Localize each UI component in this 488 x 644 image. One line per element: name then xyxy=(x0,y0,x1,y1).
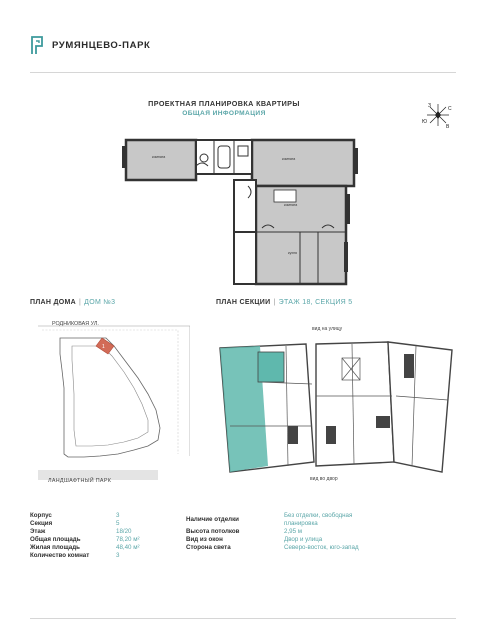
brand-logo: РУМЯНЦЕВО-ПАРК xyxy=(30,35,150,55)
compass-s-label: Ю xyxy=(422,119,427,125)
spec-value: 3 xyxy=(116,512,120,519)
spec-value: Двор и улица xyxy=(284,536,323,543)
spec-row: Этаж 18/20 xyxy=(30,528,140,536)
spec-label: Жилая площадь xyxy=(30,544,80,551)
spec-row: Секция 5 xyxy=(30,520,140,528)
spec-row: Количество комнат 3 xyxy=(30,552,140,560)
spec-label: Этаж xyxy=(30,528,46,535)
compass-icon: З С Ю В xyxy=(422,103,452,130)
footer-divider xyxy=(30,618,456,619)
compass-w-label: З xyxy=(428,103,431,109)
section-plan-header: ПЛАН СЕКЦИИ|ЭТАЖ 18, СЕКЦИЯ 5 xyxy=(216,299,353,306)
spec-label: Секция xyxy=(30,520,53,527)
spec-label: Вид из окон xyxy=(186,536,223,543)
compass-e-label: В xyxy=(446,124,450,130)
park-label: ЛАНДШАФТНЫЙ ПАРК xyxy=(48,478,112,484)
house-plan-header: ПЛАН ДОМА|ДОМ №3 xyxy=(30,299,116,306)
brand-name: РУМЯНЦЕВО-ПАРК xyxy=(52,39,151,51)
spec-row: Сторона света Северо-восток, юго-запад xyxy=(186,544,364,552)
spec-label: Общая площадь xyxy=(30,536,81,543)
apartment-floor-plan: комната комната комната кухня xyxy=(122,138,358,286)
spec-value: 5 xyxy=(116,520,120,527)
view-yard-label: вид во двор xyxy=(310,476,338,482)
spec-value: 78,20 м² xyxy=(116,536,140,543)
spec-row: Высота потолков 2,95 м xyxy=(186,528,364,536)
section-plan-title: ПЛАН СЕКЦИИ xyxy=(216,299,271,306)
spec-row: Корпус 3 xyxy=(30,512,140,520)
specs-left-table: Корпус 3 Секция 5 Этаж 18/20 Общая площадь 7… xyxy=(30,512,140,560)
spec-value: Северо-восток, юго-запад xyxy=(284,544,359,551)
spec-value: 3 xyxy=(116,552,120,559)
view-street-label: вид на улицу xyxy=(312,326,343,332)
svg-text:комната: комната xyxy=(152,155,165,159)
spec-row: Вид из окон Двор и улица xyxy=(186,536,364,544)
compass-n-label: С xyxy=(448,106,452,112)
svg-text:комната: комната xyxy=(282,157,295,161)
svg-text:кухня: кухня xyxy=(288,251,297,255)
spec-label: Количество комнат xyxy=(30,552,90,559)
spec-label: Корпус xyxy=(30,512,52,519)
spec-row: Наличие отделки Без отделки, свободная пл… xyxy=(186,512,364,528)
spec-row: Общая площадь 78,20 м² xyxy=(30,536,140,544)
header-divider xyxy=(30,72,456,73)
house-plan-subtitle: ДОМ №3 xyxy=(84,299,116,306)
svg-text:комната: комната xyxy=(284,203,297,207)
spec-value: 2,95 м xyxy=(284,528,303,535)
page-title: ПРОЕКТНАЯ ПЛАНИРОВКА КВАРТИРЫ xyxy=(148,99,300,108)
logo-mark-icon xyxy=(31,36,43,54)
spec-value: 18/20 xyxy=(116,528,132,535)
street-label: РОДНИКОВАЯ УЛ. xyxy=(52,321,99,327)
spec-label: Наличие отделки xyxy=(186,516,239,523)
spec-row: Жилая площадь 48,40 м² xyxy=(30,544,140,552)
section-plan-subtitle: ЭТАЖ 18, СЕКЦИЯ 5 xyxy=(278,299,353,306)
specs-right-table: Наличие отделки Без отделки, свободная пл… xyxy=(186,512,364,552)
spec-value: Без отделки, свободная планировка xyxy=(284,512,353,527)
house-plan-title: ПЛАН ДОМА xyxy=(30,299,77,306)
house-marker-label: 1 xyxy=(102,344,105,350)
page-subtitle: ОБЩАЯ ИНФОРМАЦИЯ xyxy=(182,110,266,117)
house-site-plan: 1 xyxy=(38,325,190,480)
spec-value: 48,40 м² xyxy=(116,544,140,551)
section-floor-plan xyxy=(219,341,453,473)
spec-label: Высота потолков xyxy=(186,528,240,535)
spec-label: Сторона света xyxy=(186,544,231,551)
